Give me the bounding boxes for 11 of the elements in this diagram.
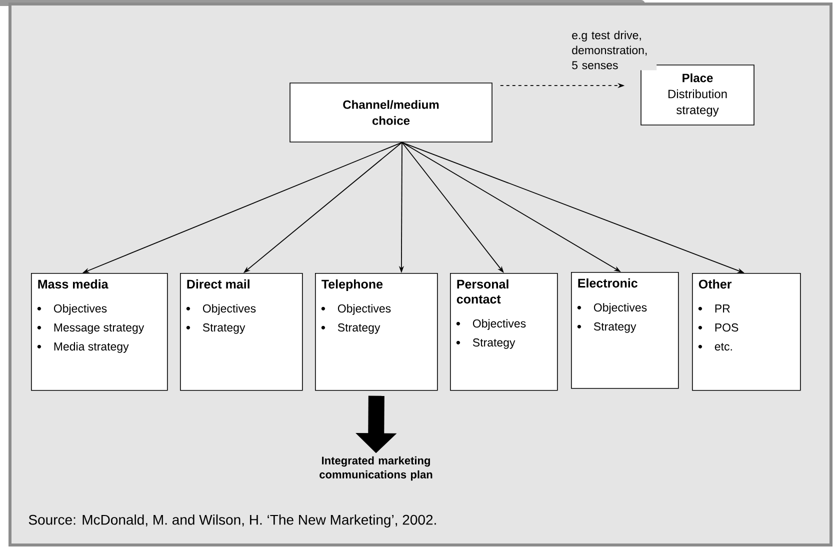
channel-box: Other PR POS etc.: [692, 273, 801, 391]
process-box: Place Distribution strategy: [640, 64, 754, 126]
source-note: Source: McDonald, M. and Wilson, H. ‘The New Marketing’, 2002.: [28, 514, 436, 528]
channel-box: Electronic Objectives Strategy: [571, 272, 679, 389]
process-box: Channel/medium choice: [290, 82, 492, 142]
plan-text: Integrated marketing communications plan: [320, 456, 432, 481]
channel-box: Personal contact Objectives Strategy: [450, 273, 558, 391]
channel-box: Telephone Objectives Strategy: [315, 273, 438, 391]
channel-box: Mass media Objectives Message strategy Media strategy: [31, 273, 168, 391]
edge-label: e.g test drive, demonstration, 5 senses: [570, 30, 657, 70]
channel-box: Direct mail Objectives Strategy: [180, 273, 303, 391]
